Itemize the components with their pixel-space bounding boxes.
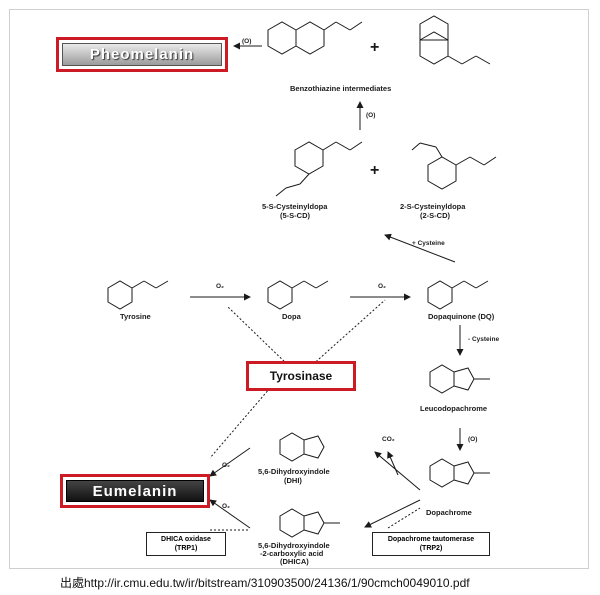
source-citation: 出處http://ir.cmu.edu.tw/ir/bitstream/3109… — [60, 576, 470, 590]
dopachrome-label: Dopachrome — [426, 508, 472, 517]
tyrosine-label: Tyrosine — [120, 312, 151, 321]
dopa-structure — [267, 280, 329, 310]
o2-label-dhi: O₂ — [222, 462, 230, 469]
dhi-structure — [279, 432, 325, 462]
minus-cysteine-label: - Cysteine — [468, 336, 500, 343]
dhica-name-line1: 5,6-Dihydroxyindole — [258, 541, 330, 550]
benzothiazine-structure-2 — [419, 15, 491, 65]
dhica-name-line2: -2-carboxylic acid — [260, 549, 324, 558]
cysteinyldopa-2-name: 2-S-Cysteinyldopa — [400, 202, 466, 211]
oxidation-label-benz: (O) — [366, 112, 376, 119]
o2-label-b: O₂ — [378, 283, 386, 290]
dopachrome-tautomerase-line2: (TRP2) — [419, 545, 443, 552]
plus-sign-1: + — [370, 39, 379, 56]
cysteinyldopa-2-structure — [411, 142, 497, 190]
dopa-label: Dopa — [282, 312, 301, 321]
cysteinyldopa-5-structure — [275, 141, 363, 197]
dhica-abbr: (DHICA) — [280, 557, 309, 566]
dhica-structure — [279, 508, 340, 538]
pheomelanin-label: Pheomelanin — [62, 43, 222, 66]
cysteinyldopa-5-name: 5-S-Cysteinyldopa — [262, 202, 328, 211]
cysteinyldopa-5-abbr: (5-S-CD) — [280, 211, 310, 220]
dopachrome-tautomerase-box: Dopachrome tautomerase (TRP2) — [372, 532, 490, 556]
dhi-abbr: (DHI) — [284, 476, 302, 485]
cysteinyldopa-2-abbr: (2-S-CD) — [420, 211, 450, 220]
tyrosinase-box: Tyrosinase — [246, 361, 356, 391]
dopaquinone-structure — [427, 280, 489, 310]
dopachrome-structure — [429, 458, 490, 488]
co2-label: CO₂ — [382, 436, 395, 443]
oxidation-label-leuco: (O) — [468, 436, 478, 443]
dhica-oxidase-box: DHICA oxidase (TRP1) — [146, 532, 226, 556]
dhica-oxidase-line2: (TRP1) — [174, 545, 198, 552]
leucodopachrome-label: Leucodopachrome — [420, 404, 488, 413]
tyrosinase-label: Tyrosinase — [269, 369, 333, 383]
o2-label-dhica: O₂ — [222, 503, 230, 510]
dopachrome-tautomerase-line1: Dopachrome tautomerase — [387, 536, 475, 543]
leucodopachrome-structure — [429, 364, 490, 394]
plus-cysteine-label: + Cysteine — [412, 240, 445, 247]
oxidation-label-top: (O) — [242, 38, 252, 45]
dopaquinone-label: Dopaquinone (DQ) — [428, 312, 495, 321]
tyrosine-structure — [107, 280, 169, 310]
eumelanin-label: Eumelanin — [66, 480, 204, 502]
benzothiazine-label: Benzothiazine intermediates — [290, 84, 392, 93]
dhi-name: 5,6-Dihydroxyindole — [258, 467, 330, 476]
plus-sign-2: + — [370, 162, 379, 179]
dhica-oxidase-line1: DHICA oxidase — [161, 536, 211, 543]
benzothiazine-structure-1 — [267, 21, 363, 55]
o2-label-a: O₂ — [216, 283, 224, 290]
pheomelanin-title: Pheomelanin — [56, 37, 228, 72]
eumelanin-title: Eumelanin — [60, 474, 210, 508]
diagram-frame — [9, 9, 589, 569]
